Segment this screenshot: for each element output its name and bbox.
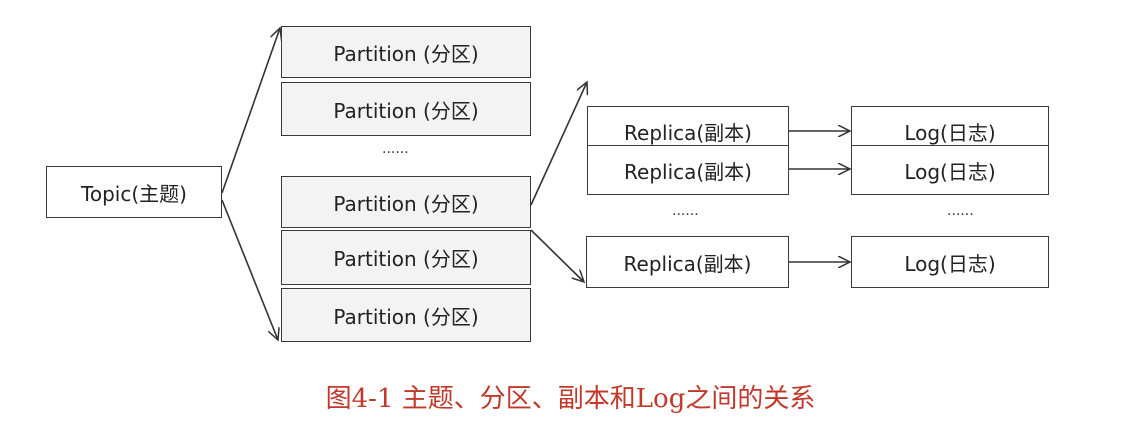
- figure-caption: 图4-1 主题、分区、副本和Log之间的关系: [325, 384, 816, 414]
- connector-lines: [221, 0, 1141, 360]
- partition-label: Partition (分区): [333, 304, 479, 329]
- log-box: Log(日志): [851, 236, 1049, 288]
- topic-to-last-partition-arrow: [221, 199, 278, 340]
- partition-box: Partition (分区): [281, 82, 531, 136]
- log-ellipsis: ······: [947, 207, 974, 223]
- replica-ellipsis: ······: [672, 207, 699, 223]
- replica-box: Replica(副本): [587, 145, 789, 195]
- replica-box: Replica(副本): [586, 236, 789, 288]
- replica-label: Replica(副本): [623, 251, 752, 276]
- replica-label: Replica(副本): [624, 120, 752, 145]
- partition-to-last-replica-arrow: [530, 229, 584, 282]
- topic-box: Topic(主题): [46, 166, 222, 218]
- topic-to-first-partition-arrow: [221, 28, 280, 194]
- log-label: Log(日志): [904, 159, 996, 184]
- topic-label: Topic(主题): [81, 181, 187, 206]
- partition-label: Partition (分区): [333, 191, 479, 216]
- partition-box: Partition (分区): [281, 230, 531, 285]
- log-box: Log(日志): [851, 145, 1049, 195]
- log-label: Log(日志): [904, 120, 996, 145]
- topic-partition-replica-diagram: Topic(主题) Partition (分区) Partition (分区) …: [46, 0, 1141, 360]
- log-label: Log(日志): [904, 251, 996, 276]
- partition-label: Partition (分区): [333, 98, 479, 123]
- partition-box: Partition (分区): [281, 26, 531, 78]
- partition-label: Partition (分区): [333, 41, 479, 66]
- replica-label: Replica(副本): [624, 159, 752, 184]
- partition-ellipsis: ······: [382, 145, 409, 161]
- partition-box: Partition (分区): [281, 176, 531, 228]
- partition-to-first-replica-arrow: [530, 82, 587, 206]
- partition-box: Partition (分区): [281, 288, 531, 342]
- partition-label: Partition (分区): [333, 247, 479, 271]
